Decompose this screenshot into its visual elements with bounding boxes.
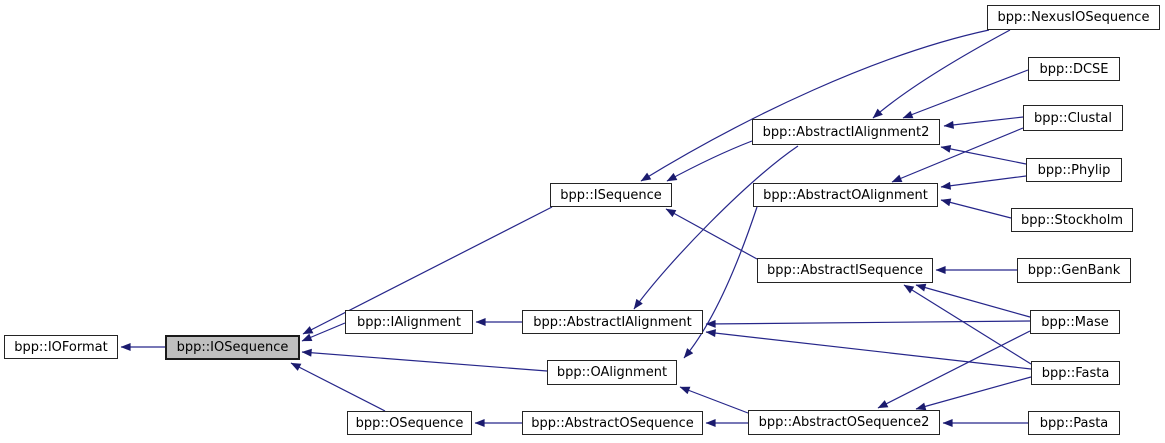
class-node-fasta[interactable]: bpp::Fasta: [1031, 361, 1120, 385]
class-node-label: bpp::OSequence: [355, 415, 464, 431]
edge-abstract-i-alignment2-to-abstract-i-alignment: [633, 145, 799, 310]
class-node-label: bpp::GenBank: [1027, 263, 1121, 278]
edge-phylip-to-abstract-i-alignment2: [940, 144, 1027, 165]
edge-abstract-i-alignment2-to-i-sequence: [666, 140, 753, 182]
edge-clustal-to-abstract-i-alignment2: [943, 116, 1024, 129]
class-node-label: bpp::AbstractISequence: [766, 263, 924, 278]
class-node-o-sequence[interactable]: bpp::OSequence: [347, 411, 472, 435]
class-node-abstract-i-alignment[interactable]: bpp::AbstractIAlignment: [522, 310, 703, 334]
class-node-abstract-o-sequence2[interactable]: bpp::AbstractOSequence2: [748, 410, 940, 435]
class-node-label: bpp::Fasta: [1041, 365, 1110, 381]
class-node-label: bpp::AbstractOSequence: [531, 415, 694, 431]
class-node-label: bpp::IAlignment: [357, 314, 461, 330]
class-node-label: bpp::IOFormat: [14, 339, 108, 355]
edge-phylip-to-abstract-o-alignment: [940, 175, 1027, 190]
class-node-label: bpp::Mase: [1041, 314, 1109, 330]
class-node-abstract-i-alignment2[interactable]: bpp::AbstractIAlignment2: [752, 119, 940, 145]
class-node-i-sequence[interactable]: bpp::ISequence: [550, 183, 672, 207]
class-node-label: bpp::DCSE: [1039, 61, 1109, 77]
edge-fasta-to-abstract-i-alignment: [705, 329, 1032, 370]
class-node-clustal[interactable]: bpp::Clustal: [1023, 105, 1123, 131]
edge-mase-to-abstract-i-sequence: [915, 283, 1031, 318]
class-node-i-alignment[interactable]: bpp::IAlignment: [345, 310, 473, 334]
edge-mase-to-abstract-o-sequence2: [877, 330, 1031, 409]
class-node-label: bpp::OAlignment: [556, 365, 668, 380]
class-node-label: bpp::IOSequence: [176, 340, 289, 355]
edge-stockholm-to-abstract-o-alignment: [940, 198, 1012, 219]
class-node-phylip[interactable]: bpp::Phylip: [1026, 158, 1122, 182]
class-node-nexus-io-sequence[interactable]: bpp::NexusIOSequence: [987, 5, 1160, 30]
edge-fasta-to-abstract-o-sequence2: [915, 376, 1032, 411]
edge-fasta-to-abstract-i-sequence: [903, 284, 1032, 365]
edge-abstract-i-sequence-to-i-sequence: [665, 208, 758, 260]
class-node-o-alignment[interactable]: bpp::OAlignment: [547, 360, 677, 385]
class-node-abstract-i-sequence[interactable]: bpp::AbstractISequence: [757, 258, 933, 283]
class-node-gen-bank[interactable]: bpp::GenBank: [1017, 258, 1131, 283]
edge-abstract-o-sequence2-to-o-alignment: [679, 386, 749, 414]
edge-nexus-io-sequence-to-abstract-i-alignment2: [872, 29, 1011, 119]
edge-o-alignment-to-io-sequence: [301, 348, 548, 372]
edge-nexus-io-sequence-to-i-sequence: [640, 29, 990, 182]
class-node-label: bpp::AbstractOAlignment: [763, 187, 928, 203]
class-node-label: bpp::AbstractOSequence2: [758, 415, 930, 430]
class-node-pasta[interactable]: bpp::Pasta: [1028, 411, 1120, 435]
class-node-label: bpp::AbstractIAlignment2: [762, 124, 930, 140]
edge-i-sequence-to-io-sequence: [302, 206, 553, 335]
class-node-label: bpp::Clustal: [1034, 110, 1112, 126]
inheritance-edges: [120, 29, 1032, 427]
edge-dcse-to-abstract-i-alignment2: [902, 69, 1029, 119]
class-node-abstract-o-sequence[interactable]: bpp::AbstractOSequence: [522, 411, 703, 435]
edge-abstract-o-alignment-to-o-alignment: [683, 206, 758, 359]
class-node-label: bpp::Pasta: [1039, 415, 1109, 431]
edge-mase-to-abstract-i-alignment: [705, 319, 1031, 328]
class-node-label: bpp::NexusIOSequence: [997, 10, 1150, 25]
class-node-label: bpp::AbstractIAlignment: [533, 314, 692, 330]
class-node-mase[interactable]: bpp::Mase: [1030, 310, 1120, 334]
class-node-stockholm[interactable]: bpp::Stockholm: [1011, 208, 1133, 232]
edge-clustal-to-abstract-o-alignment: [891, 127, 1024, 183]
class-node-label: bpp::ISequence: [560, 187, 662, 203]
class-node-label: bpp::Stockholm: [1021, 212, 1123, 228]
class-node-label: bpp::Phylip: [1037, 162, 1111, 178]
edge-i-alignment-to-io-sequence: [301, 322, 346, 342]
edge-o-sequence-to-io-sequence: [290, 362, 386, 412]
class-node-dcse[interactable]: bpp::DCSE: [1028, 57, 1120, 81]
class-node-abstract-o-alignment[interactable]: bpp::AbstractOAlignment: [753, 183, 938, 207]
class-node-io-sequence: bpp::IOSequence: [165, 335, 300, 360]
class-node-io-format[interactable]: bpp::IOFormat: [4, 335, 118, 359]
